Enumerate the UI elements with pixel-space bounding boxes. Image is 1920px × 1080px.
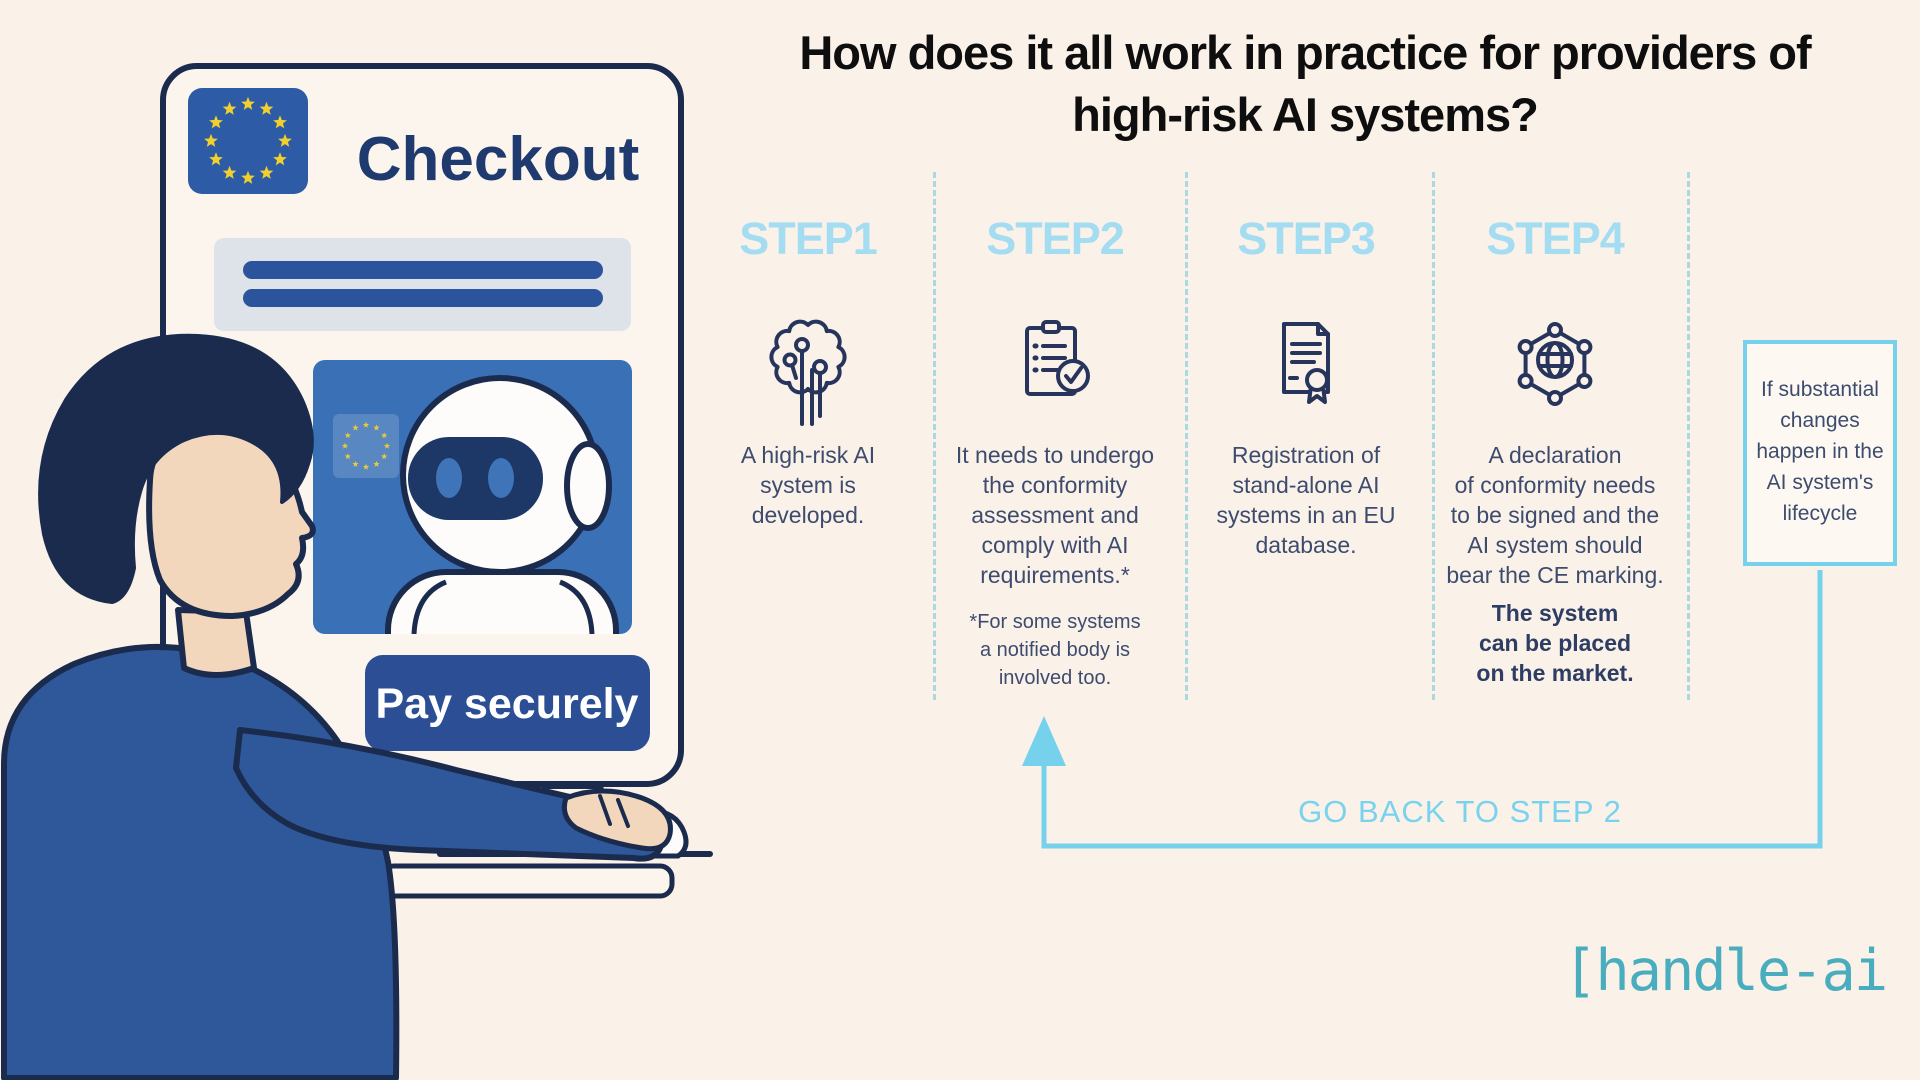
robot-avatar xyxy=(385,375,619,634)
eu-flag-icon xyxy=(188,88,308,194)
mini-eu-flag-icon xyxy=(333,414,399,478)
dashed-separator xyxy=(1432,172,1435,700)
step2-footnote: *For some systems a notified body is inv… xyxy=(969,611,1141,689)
brand-logo: [handle-ai xyxy=(1563,938,1888,1004)
globe-network-icon xyxy=(1499,312,1611,428)
step1-text: A high-risk AI system is developed. xyxy=(740,442,876,528)
pay-securely-button: Pay securely xyxy=(365,655,650,751)
robot-ear xyxy=(564,441,612,531)
go-back-label: GO BACK TO STEP 2 xyxy=(1298,794,1622,829)
ai-circuit-icon xyxy=(752,312,864,428)
step4-text-bold: The system can be placed on the market. xyxy=(1476,600,1634,686)
dashed-separator xyxy=(933,172,936,700)
page-title-line1: How does it all work in practice for pro… xyxy=(799,26,1811,79)
step1-header: STEP1 xyxy=(739,213,878,264)
keyboard xyxy=(379,863,675,899)
hand xyxy=(561,788,673,852)
checkout-title: Checkout xyxy=(357,125,639,194)
robot-visor xyxy=(408,437,543,520)
step3-header: STEP3 xyxy=(1237,213,1376,264)
dashed-separator xyxy=(1185,172,1188,700)
step4-text: A declaration of conformity needs to be … xyxy=(1446,442,1664,588)
step-column-1: STEP1 A high-risk AI system is developed… xyxy=(680,214,936,530)
step-column-3: STEP3 Registration of stand-alone AI sys… xyxy=(1178,214,1434,560)
page-title-line2: high-risk AI systems? xyxy=(1072,88,1539,141)
form-fields xyxy=(214,238,631,331)
lifecycle-box-text: If substantial changes happen in the AI … xyxy=(1756,378,1884,525)
step-column-4: STEP4 A declaration of conformity needs … xyxy=(1427,214,1683,688)
person-illustration xyxy=(1,333,689,1080)
arrowhead-up-icon xyxy=(1022,716,1066,766)
step2-text: It needs to undergo the conformity asses… xyxy=(955,442,1155,588)
pay-securely-label: Pay securely xyxy=(376,680,639,728)
step4-header: STEP4 xyxy=(1486,213,1625,264)
step-column-2: STEP2 It needs to undergo the conformity… xyxy=(927,214,1183,692)
hair xyxy=(38,333,314,604)
conformity-checklist-icon xyxy=(999,312,1111,428)
certificate-icon xyxy=(1250,312,1362,428)
lifecycle-box: If substantial changes happen in the AI … xyxy=(1743,340,1897,566)
step2-header: STEP2 xyxy=(986,213,1125,264)
checkout-illustration: Checkout xyxy=(1,63,713,1080)
page-title: How does it all work in practice for pro… xyxy=(700,22,1910,146)
step3-text: Registration of stand-alone AI systems i… xyxy=(1216,442,1396,558)
dashed-separator xyxy=(1687,172,1690,700)
robot-panel xyxy=(313,360,632,634)
